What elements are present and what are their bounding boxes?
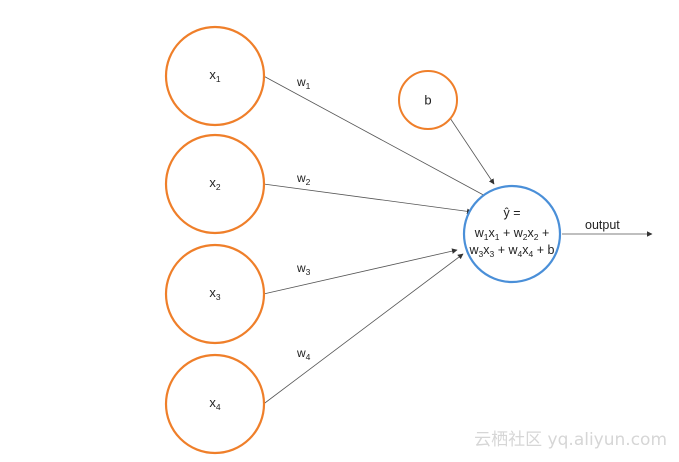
input-edges: [263, 75, 490, 405]
formula-term: x: [483, 243, 490, 257]
formula-term: w: [513, 226, 524, 240]
input-circle: [164, 25, 266, 127]
neuron-formula-line1: ŷ =: [503, 206, 520, 220]
formula-term: w: [469, 243, 480, 257]
formula-term: x: [522, 243, 529, 257]
weight-labels: w1 w2 w3 w4: [296, 75, 311, 362]
bias-label: b: [424, 93, 431, 108]
input-edge-2: [263, 183, 473, 215]
input-edge-3: [263, 248, 458, 295]
formula-term: +: [538, 226, 549, 240]
neuron-node: [462, 184, 562, 284]
weight-label-3: w3: [296, 261, 311, 277]
formula-term: w: [508, 243, 519, 257]
input-circle: [164, 133, 266, 235]
input-label: x4: [209, 395, 221, 412]
input-edge-1: [263, 75, 490, 199]
formula-subscript: 1: [495, 232, 500, 242]
input-label: x2: [209, 175, 221, 192]
input-node-2: x2: [164, 133, 266, 235]
input-edge-4: [263, 253, 464, 405]
formula-term: +: [499, 226, 513, 240]
input-node-1: x1: [164, 25, 266, 127]
formula-term: x: [489, 226, 496, 240]
input-circle: [164, 243, 266, 345]
input-nodes: x1 x2 x3 x4: [164, 25, 266, 455]
formula-subscript: 2: [523, 232, 528, 242]
bias-edge: [447, 114, 495, 185]
input-node-3: x3: [164, 243, 266, 345]
neuron-formula-line3: w3​x3​ + w4​x4​ + b: [469, 243, 555, 259]
input-circle: [164, 353, 266, 455]
formula-subscript: 1: [484, 232, 489, 242]
formula-subscript: 3: [490, 249, 495, 259]
formula-subscript: 4: [518, 249, 523, 259]
formula-term: w: [474, 226, 485, 240]
formula-subscript: 4: [529, 249, 534, 259]
formula-term: + b: [533, 243, 554, 257]
weight-label-1: w1: [296, 75, 311, 91]
formula-subscript: 2: [534, 232, 539, 242]
output-label: output: [585, 218, 620, 232]
bias-node: [398, 70, 458, 130]
input-label: x1: [209, 67, 221, 84]
watermark-text: 云栖社区 yq.aliyun.com: [474, 430, 667, 450]
formula-term: +: [494, 243, 508, 257]
formula-subscript: 3: [479, 249, 484, 259]
weight-label-2: w2: [296, 171, 311, 187]
neuron-formula-line2: w1​x1​ + w2​x2​ +: [474, 226, 550, 242]
input-node-4: x4: [164, 353, 266, 455]
input-label: x3: [209, 285, 221, 302]
formula-term: x: [528, 226, 535, 240]
weight-label-4: w4: [296, 346, 311, 362]
